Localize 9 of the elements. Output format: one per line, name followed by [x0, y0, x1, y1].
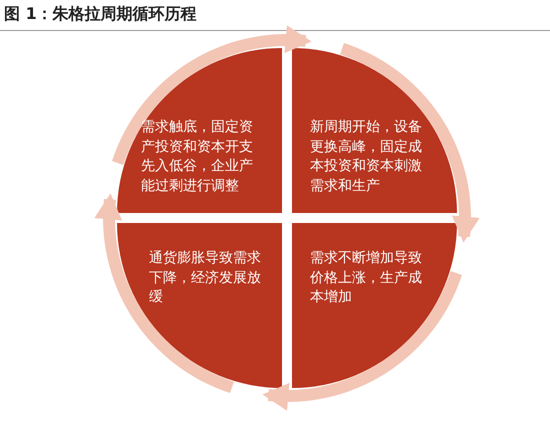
curved-arrow [94, 193, 234, 393]
curved-arrow [262, 271, 462, 411]
quadrant-text: 通货膨胀导致需求下降，经济发展放缓 [149, 249, 262, 308]
quadrant-text: 新周期开始，设备更换高峰，固定成本投资和资本刺激需求和生产 [310, 118, 423, 196]
quadrant-text: 需求不断增加导致价格上涨，生产成本增加 [310, 249, 423, 308]
curved-arrow [340, 43, 480, 243]
quadrant-text: 需求触底，固定资产投资和资本开支先入低谷，企业产能过剩进行调整 [141, 118, 254, 196]
curved-arrow [112, 25, 312, 165]
figure-title: 图 1：朱格拉周期循环历程 [4, 4, 197, 25]
